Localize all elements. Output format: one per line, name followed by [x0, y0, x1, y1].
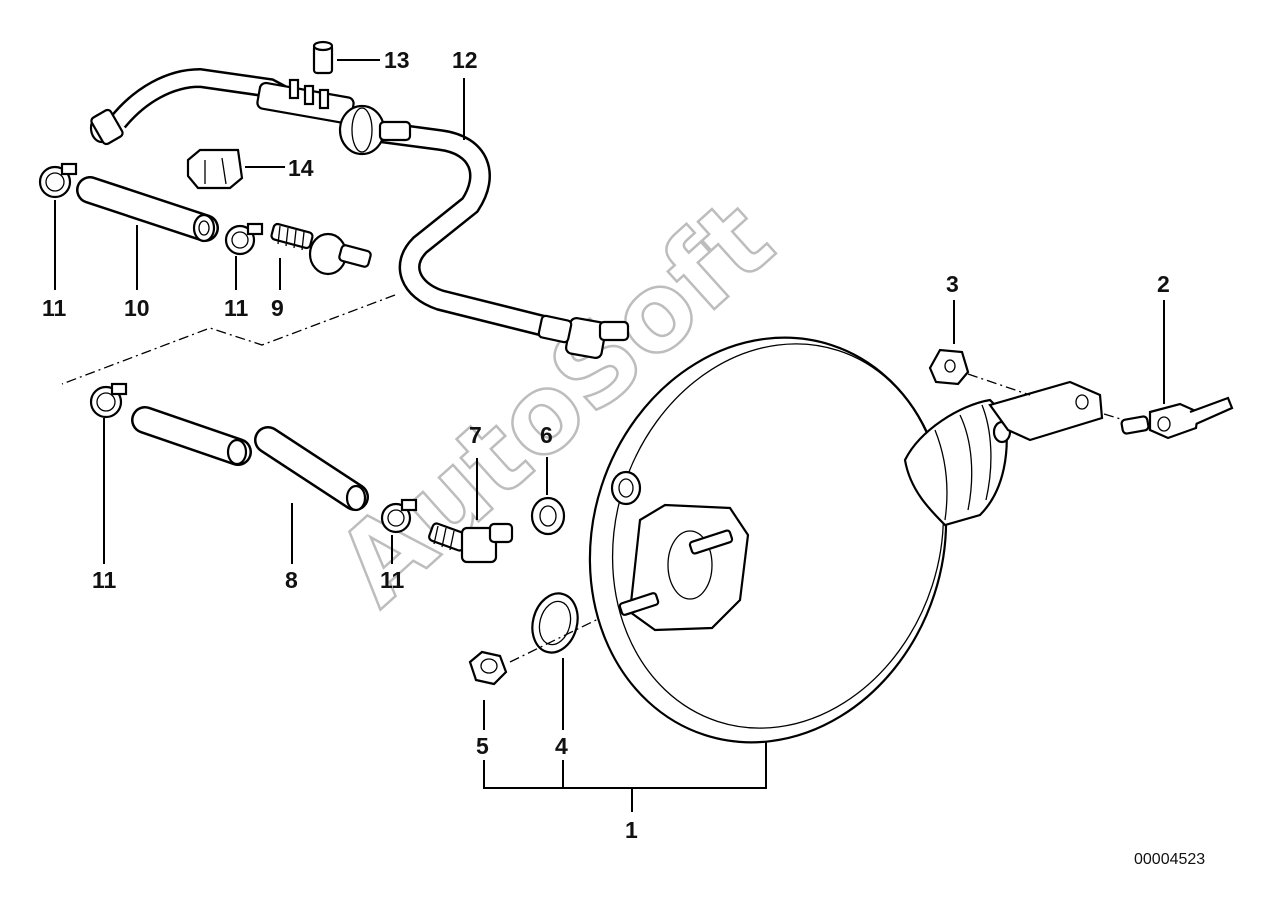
- grommet-part-6[interactable]: [530, 496, 566, 536]
- clamp-part-11-c[interactable]: [89, 382, 128, 419]
- clamp-part-11-d[interactable]: [380, 498, 418, 534]
- diagram-code: 00004523: [1134, 851, 1205, 868]
- group-boundary-line: [61, 294, 396, 385]
- clevis-fork[interactable]: [967, 373, 1104, 442]
- check-valve-part-9[interactable]: [270, 222, 372, 276]
- callout-labels: 13 12 14 11 10 11 9 3 2 7 6 11 8 11 5 4 …: [42, 47, 1170, 843]
- callout-10: 10: [124, 295, 150, 321]
- callout-5: 5: [476, 733, 489, 759]
- callout-11-top-middle: 11: [224, 295, 249, 321]
- holder-part-14[interactable]: [186, 148, 244, 190]
- leader-lines: [54, 59, 1165, 812]
- clip-part-3[interactable]: [928, 348, 970, 386]
- callout-2: 2: [1157, 271, 1170, 297]
- connector-part-7[interactable]: [428, 522, 514, 564]
- seal-ring-part-4[interactable]: [526, 588, 584, 657]
- vacuum-hose-part-12[interactable]: [89, 67, 630, 360]
- callout-11-top-left: 11: [42, 295, 67, 321]
- clevis-pin-part-2[interactable]: [1103, 396, 1234, 440]
- callout-3: 3: [946, 271, 959, 297]
- callout-14: 14: [288, 155, 314, 181]
- callout-7: 7: [469, 422, 482, 448]
- callout-11-bottom-left: 11: [92, 567, 117, 593]
- callout-9: 9: [271, 295, 284, 321]
- hose-part-8[interactable]: [131, 406, 369, 512]
- callout-6: 6: [540, 422, 553, 448]
- clamp-part-11-b[interactable]: [224, 222, 264, 256]
- assembly-axis-line: [509, 539, 761, 663]
- callout-1: 1: [625, 817, 638, 843]
- clamp-part-11-a[interactable]: [38, 162, 78, 199]
- cap-part-13[interactable]: [312, 40, 334, 75]
- nut-part-5[interactable]: [468, 650, 508, 686]
- callout-13: 13: [384, 47, 410, 73]
- callout-12: 12: [452, 47, 478, 73]
- callout-8: 8: [285, 567, 298, 593]
- callout-4: 4: [555, 733, 568, 759]
- brake-booster-part-1[interactable]: [538, 291, 1012, 789]
- callout-11-bottom-right: 11: [380, 567, 405, 593]
- hose-part-10[interactable]: [76, 176, 219, 243]
